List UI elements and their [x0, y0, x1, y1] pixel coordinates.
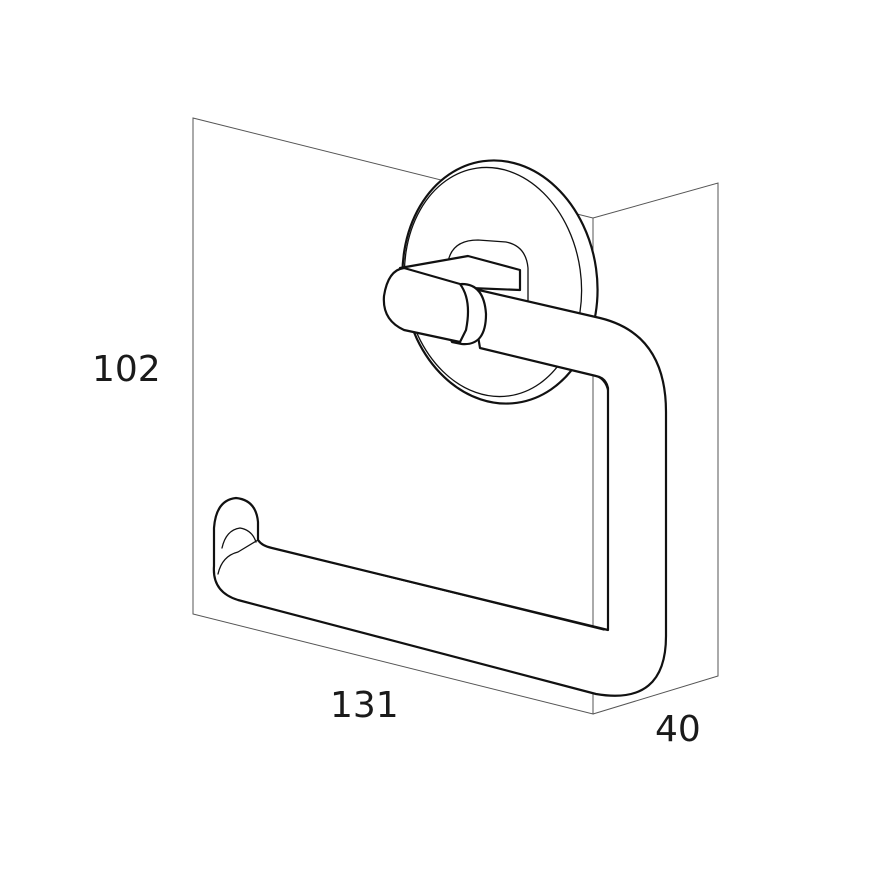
hook-tip-curve: [217, 539, 259, 575]
arm-connector: [382, 254, 522, 346]
arm-front-cap: [382, 266, 470, 344]
dimension-depth-label: 40: [655, 709, 701, 750]
holder-arm: [212, 286, 668, 697]
rod-inner-horizontal: [271, 547, 605, 631]
bounding-box-side-face: [592, 182, 719, 715]
hook-tip-inner: [221, 527, 257, 549]
dimension-width-label: 131: [330, 685, 399, 726]
rod-inner-vertical: [595, 375, 609, 631]
dimension-height-label: 102: [92, 349, 161, 390]
